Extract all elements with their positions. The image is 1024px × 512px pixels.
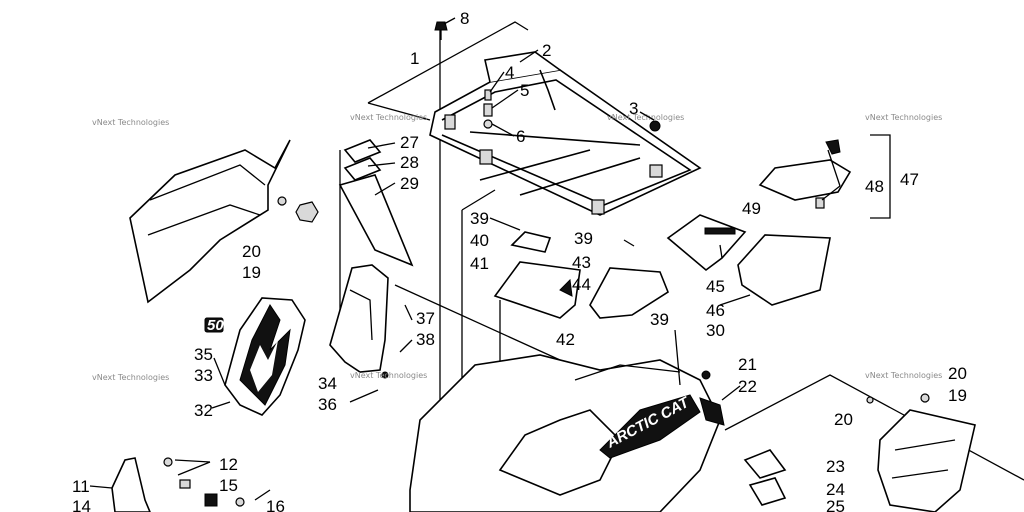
callout-numbers: 8 1 2 4 5 6 3 27 28 29 20 19 47 48 49 39… — [72, 9, 967, 512]
callout-leaders — [89, 17, 841, 489]
callout-38: 38 — [416, 330, 435, 349]
callout-21: 21 — [738, 355, 757, 374]
callout-24: 24 — [826, 480, 845, 499]
callout-20-left: 20 — [242, 242, 261, 261]
fasteners — [277, 21, 711, 380]
callout-43: 43 — [572, 253, 591, 272]
callout-20-right: 20 — [834, 410, 853, 429]
callout-28: 28 — [400, 153, 419, 172]
callout-39-a: 39 — [470, 209, 489, 228]
watermark-5: vNext Technologies — [92, 373, 169, 382]
callout-37: 37 — [416, 309, 435, 328]
callout-42: 42 — [556, 330, 575, 349]
decal-set — [338, 139, 414, 267]
callout-5: 5 — [520, 81, 529, 100]
callout-39-b: 39 — [574, 229, 593, 248]
callout-29: 29 — [400, 174, 419, 193]
callout-40: 40 — [470, 231, 489, 250]
callout-44: 44 — [572, 275, 591, 294]
callout-1: 1 — [410, 49, 419, 68]
callout-16: 16 — [266, 497, 285, 512]
callout-39-c: 39 — [650, 310, 669, 329]
callout-34: 34 — [318, 374, 337, 393]
callout-12: 12 — [219, 455, 238, 474]
watermark-1: vNext Technologies — [92, 118, 169, 127]
watermark-4: vNext Technologies — [865, 113, 942, 122]
left-side-panel — [129, 139, 291, 304]
callout-2: 2 — [542, 41, 551, 60]
callout-6: 6 — [516, 127, 525, 146]
callout-47: 47 — [900, 170, 919, 189]
callout-15: 15 — [219, 476, 238, 495]
callout-36: 36 — [318, 395, 337, 414]
callout-11: 11 — [72, 477, 90, 496]
watermarks: vNext Technologies vNext Technologies vN… — [92, 113, 942, 382]
front-fender-body: ARCTIC CAT — [409, 354, 725, 512]
callout-35: 35 — [194, 345, 213, 364]
right-decals — [743, 449, 787, 506]
watermark-2: vNext Technologies — [350, 113, 427, 122]
callout-25: 25 — [826, 497, 845, 512]
callout-3: 3 — [629, 99, 638, 118]
callout-27: 27 — [400, 133, 419, 152]
front-rack — [429, 51, 702, 216]
inner-fender — [329, 264, 389, 379]
callout-46: 46 — [706, 301, 725, 320]
callout-14: 14 — [72, 497, 91, 512]
watermark-7: vNext Technologies — [865, 371, 942, 380]
watermark-6: vNext Technologies — [350, 371, 427, 380]
mud-flap — [204, 297, 306, 416]
callout-30: 30 — [706, 321, 725, 340]
callout-33: 33 — [194, 366, 213, 385]
callout-41: 41 — [470, 254, 489, 273]
callout-23: 23 — [826, 457, 845, 476]
callout-48: 48 — [865, 177, 884, 196]
callout-32: 32 — [194, 401, 213, 420]
callout-19-right: 19 — [948, 386, 967, 405]
front-lower-parts — [111, 457, 271, 512]
callout-49: 49 — [742, 199, 761, 218]
callout-4: 4 — [505, 63, 514, 82]
badge-label: 50 — [207, 317, 224, 334]
callout-8: 8 — [460, 9, 469, 28]
storage-lid — [758, 134, 891, 219]
watermark-3: vNext Technologies — [607, 113, 684, 122]
callout-20-right-top: 20 — [948, 364, 967, 383]
callout-19-left: 19 — [242, 263, 261, 282]
center-cover-parts — [493, 214, 831, 319]
callout-45: 45 — [706, 277, 725, 296]
callout-22: 22 — [738, 377, 757, 396]
right-side-panel — [866, 393, 976, 512]
